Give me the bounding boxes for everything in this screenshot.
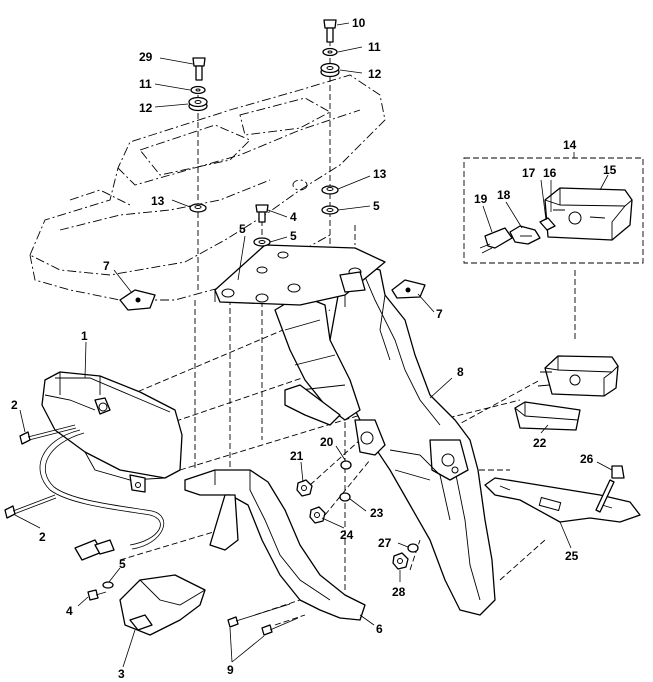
callout-12-right: 12 xyxy=(368,67,382,81)
callout-21: 21 xyxy=(290,449,304,463)
callout-1: 1 xyxy=(81,329,88,343)
callout-19: 19 xyxy=(474,192,488,206)
license-bracket-25 xyxy=(484,477,641,523)
callout-9: 9 xyxy=(227,663,234,677)
wire-harness xyxy=(39,429,165,561)
bulb-socket-17 xyxy=(539,217,556,231)
lamp-housing-15 xyxy=(544,187,633,241)
cover-3 xyxy=(119,574,206,636)
washer-5-right xyxy=(321,205,339,215)
callout-26: 26 xyxy=(580,452,594,466)
callout-20: 20 xyxy=(320,435,334,449)
callout-2-lower: 2 xyxy=(39,530,46,544)
callout-14: 14 xyxy=(563,138,577,152)
callout-6: 6 xyxy=(376,622,383,636)
kit-box-14 xyxy=(463,157,644,264)
wire-socket-19 xyxy=(479,227,513,254)
bolt-9-b xyxy=(261,617,299,636)
rear-bracket-8 xyxy=(329,264,496,616)
nut-24 xyxy=(309,506,326,524)
bolt-2-lower xyxy=(4,494,57,519)
callout-16: 16 xyxy=(543,166,557,180)
screw-4-upper xyxy=(255,204,269,223)
grommet-12-right xyxy=(320,62,340,78)
callout-7-right: 7 xyxy=(436,307,443,321)
callout-7-left: 7 xyxy=(103,259,110,273)
clip-7-right xyxy=(391,279,426,299)
bolt-2-upper xyxy=(19,424,77,445)
reflector-22 xyxy=(514,401,581,431)
callout-5-right: 5 xyxy=(373,199,380,213)
clip-7-left xyxy=(119,289,156,311)
nut-28 xyxy=(392,552,409,570)
mount-bracket-6 xyxy=(184,469,366,621)
callout-2-upper: 2 xyxy=(11,398,18,412)
callout-23: 23 xyxy=(370,506,384,520)
callout-27: 27 xyxy=(378,536,392,550)
callout-5-left-center: 5 xyxy=(239,222,246,236)
washer-20 xyxy=(340,460,352,470)
washer-5-lower xyxy=(102,581,114,589)
taillight-unit-1 xyxy=(41,371,183,493)
callout-15: 15 xyxy=(603,163,617,177)
upper-mount-bracket xyxy=(274,294,361,426)
callout-29: 29 xyxy=(139,50,153,64)
callout-8: 8 xyxy=(457,365,464,379)
bulb-18 xyxy=(509,225,541,245)
bolt-9-a xyxy=(227,603,291,628)
callout-5-lower: 5 xyxy=(119,557,126,571)
callout-4-lower: 4 xyxy=(66,604,73,618)
callout-24: 24 xyxy=(340,528,354,542)
callout-25: 25 xyxy=(565,549,579,563)
callout-18: 18 xyxy=(497,188,511,202)
callout-12-left: 12 xyxy=(139,101,153,115)
callout-labels: 1 2 2 3 4 4 5 5 5 5 6 7 7 8 9 10 11 11 1… xyxy=(11,16,617,681)
top-mounting-plate xyxy=(214,244,386,307)
washer-23 xyxy=(339,492,351,502)
callout-10: 10 xyxy=(352,16,366,30)
bolt-29 xyxy=(192,57,206,81)
bolt-26 xyxy=(595,465,625,513)
grommet-12-left xyxy=(188,96,208,112)
callout-4-upper: 4 xyxy=(290,210,297,224)
callout-13-right: 13 xyxy=(373,167,387,181)
grommet-13-left xyxy=(189,203,207,213)
leader-lines xyxy=(14,22,613,668)
bolt-10 xyxy=(323,19,337,43)
callout-5-upper-center: 5 xyxy=(290,229,297,243)
lamp-housing-assembled xyxy=(537,355,619,397)
washer-11-right xyxy=(322,47,338,57)
callout-17: 17 xyxy=(522,166,536,180)
grommet-13-right xyxy=(321,185,339,195)
washer-27 xyxy=(407,543,419,553)
washer-11-left xyxy=(190,85,206,95)
washer-5-center xyxy=(253,237,271,247)
callout-13-left: 13 xyxy=(151,194,165,208)
callout-3: 3 xyxy=(118,667,125,681)
callout-22: 22 xyxy=(533,436,547,450)
callout-11-right: 11 xyxy=(368,40,381,54)
screw-4-lower xyxy=(87,589,107,601)
callout-28: 28 xyxy=(392,585,406,599)
callout-11-left: 11 xyxy=(139,77,152,91)
nut-21 xyxy=(296,479,313,497)
